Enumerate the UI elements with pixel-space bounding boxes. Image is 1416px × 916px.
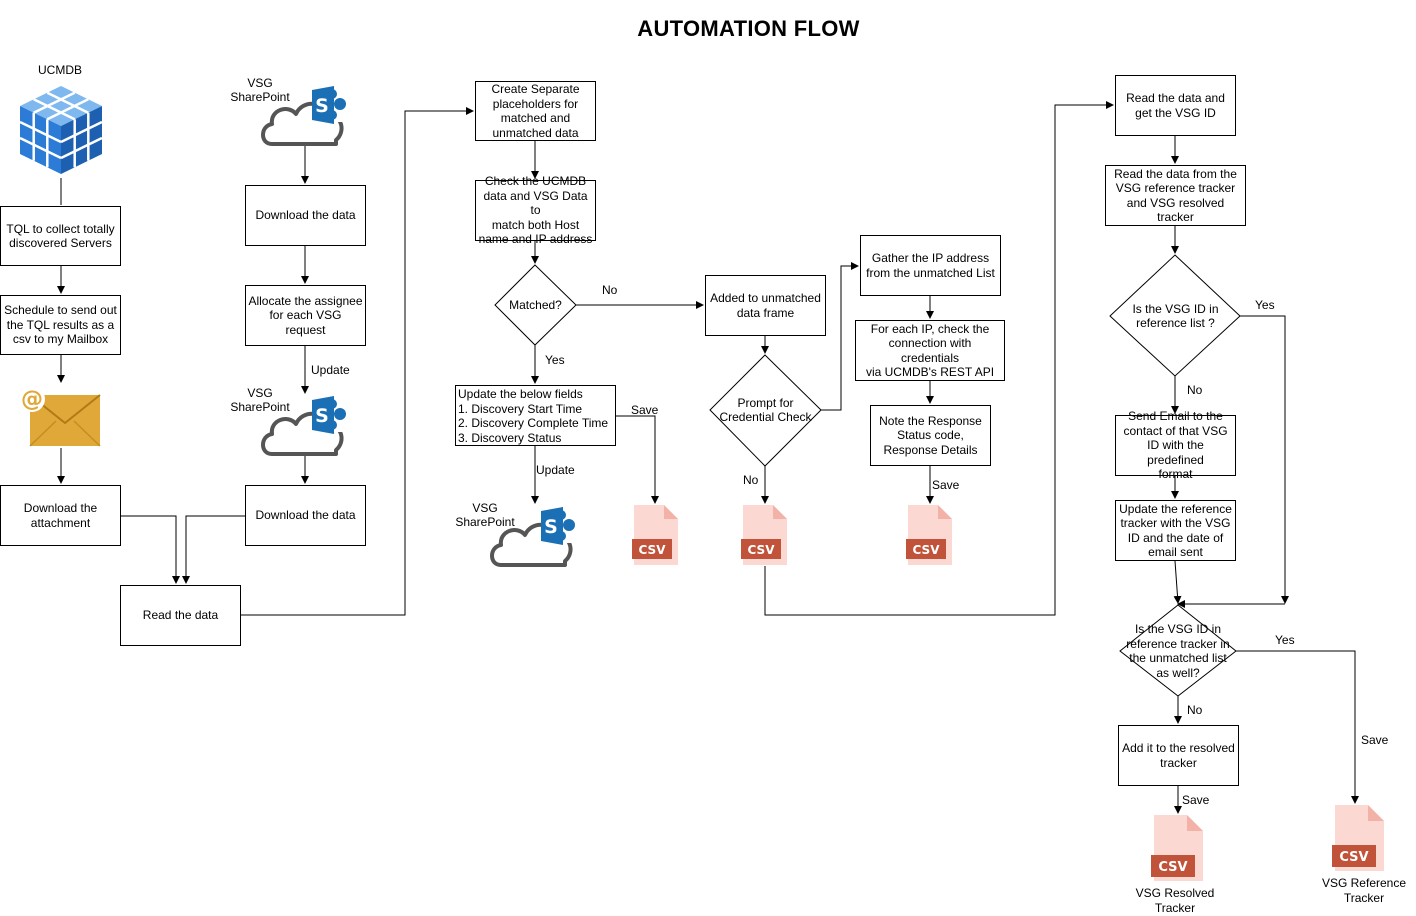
update-reference-box: Update the reference tracker with the VS… xyxy=(1115,500,1236,561)
reference-tracker-caption: VSG Reference Tracker xyxy=(1321,876,1407,905)
sharepoint-label-1: VSG SharePoint xyxy=(230,76,290,104)
edge-label-save-resolved: Save xyxy=(1182,793,1210,807)
matched-decision: Matched? xyxy=(509,297,562,312)
ucmdb-cube-icon xyxy=(19,86,103,174)
check-data-box: Check the UCMDB data and VSG Data to mat… xyxy=(475,174,596,246)
csv-file-icon-reference: CSV xyxy=(1332,805,1384,871)
sharepoint-label-3: VSG SharePoint xyxy=(455,501,515,529)
add-resolved-box: Add it to the resolved tracker xyxy=(1118,725,1239,786)
svg-text:S: S xyxy=(315,405,329,427)
edge-label-no-prompt: No xyxy=(743,473,759,487)
svg-text:S: S xyxy=(544,516,558,538)
gather-ip-box: Gather the IP address from the unmatched… xyxy=(860,235,1001,296)
edge-prompt-gather xyxy=(821,262,859,411)
edge-label-yes-ref: Yes xyxy=(1255,298,1275,312)
mail-icon: @ xyxy=(19,386,101,447)
added-unmatched-box: Added to unmatched data frame xyxy=(705,275,826,336)
prompt-credential-decision: Prompt for Credential Check xyxy=(719,395,812,425)
update-fields-box: Update the below fields 1. Discovery Sta… xyxy=(455,385,616,446)
sharepoint-cloud-icon-1: S xyxy=(261,84,346,146)
svg-text:@: @ xyxy=(21,387,43,412)
read-trackers-box: Read the data from the VSG reference tra… xyxy=(1105,165,1246,226)
csv-label-1: CSV xyxy=(639,543,667,557)
csv-file-icon-resolved: CSV xyxy=(1151,815,1203,881)
csv-file-icon-2: CSV xyxy=(741,505,787,565)
edge-read-placeholders xyxy=(241,107,474,616)
csv-label-resolved: CSV xyxy=(1158,860,1187,875)
edge-label-no-matched: No xyxy=(602,283,618,297)
send-email-box: Send Email to the contact of that VSG ID… xyxy=(1115,409,1236,481)
edge-attachment-read xyxy=(121,515,180,584)
edge-csv2-readvsg xyxy=(764,101,1114,616)
csv-file-icon-1: CSV xyxy=(632,505,678,565)
prompt-decision-shape xyxy=(709,354,822,467)
svg-text:S: S xyxy=(315,95,329,117)
matched-decision-shape xyxy=(494,264,577,346)
edge-label-save-1: Save xyxy=(631,403,659,417)
inref-decision-shape xyxy=(1109,254,1241,377)
read-data-box: Read the data xyxy=(120,585,241,646)
csv-file-icon-3: CSV xyxy=(906,505,952,565)
csv-label-3: CSV xyxy=(913,543,941,557)
inunmatched-decision-shape xyxy=(1119,604,1237,697)
edge-label-save-reference: Save xyxy=(1361,733,1389,747)
sharepoint-cloud-icon-2: S xyxy=(261,394,346,456)
edge-label-no-unmatched: No xyxy=(1187,703,1203,717)
edge-update-csv1 xyxy=(616,415,659,504)
create-placeholders-box: Create Separate placeholders for matched… xyxy=(475,81,596,141)
edge-update-inunmatched xyxy=(1173,560,1182,604)
ucmdb-label: UCMDB xyxy=(38,63,82,77)
edge-download2-read xyxy=(182,515,245,584)
in-unmatched-decision: Is the VSG ID in reference tracker in th… xyxy=(1126,622,1230,680)
edge-label-yes-matched: Yes xyxy=(545,353,565,367)
sharepoint-cloud-icon-3: S xyxy=(490,505,575,567)
edge-inunmatched-csvref xyxy=(1236,650,1359,804)
csv-label-2: CSV xyxy=(748,543,776,557)
edge-inref-yes xyxy=(1240,315,1289,604)
for-each-ip-box: For each IP, check the connection with c… xyxy=(855,320,1005,381)
download-data-box-2: Download the data xyxy=(245,485,366,546)
schedule-box: Schedule to send out the TQL results as … xyxy=(0,295,121,355)
read-vsg-id-box: Read the data and get the VSG ID xyxy=(1115,75,1236,136)
allocate-box: Allocate the assignee for each VSG reque… xyxy=(245,285,366,346)
note-response-box: Note the Response Status code, Response … xyxy=(870,405,991,466)
edge-label-no-ref: No xyxy=(1187,383,1203,397)
in-reference-decision: Is the VSG ID in reference list ? xyxy=(1132,301,1219,331)
csv-label-reference: CSV xyxy=(1339,850,1368,865)
resolved-tracker-caption: VSG Resolved Tracker xyxy=(1135,886,1215,915)
diagram-title: AUTOMATION FLOW xyxy=(637,16,860,41)
download-attachment-box: Download the attachment xyxy=(0,485,121,546)
edge-label-update-1: Update xyxy=(311,363,350,377)
edge-label-yes-unmatched: Yes xyxy=(1275,633,1295,647)
edge-label-update-2: Update xyxy=(536,463,575,477)
download-data-box-1: Download the data xyxy=(245,185,366,246)
edge-label-save-2: Save xyxy=(932,478,960,492)
tql-box: TQL to collect totally discovered Server… xyxy=(0,206,121,266)
sharepoint-label-2: VSG SharePoint xyxy=(230,386,290,414)
